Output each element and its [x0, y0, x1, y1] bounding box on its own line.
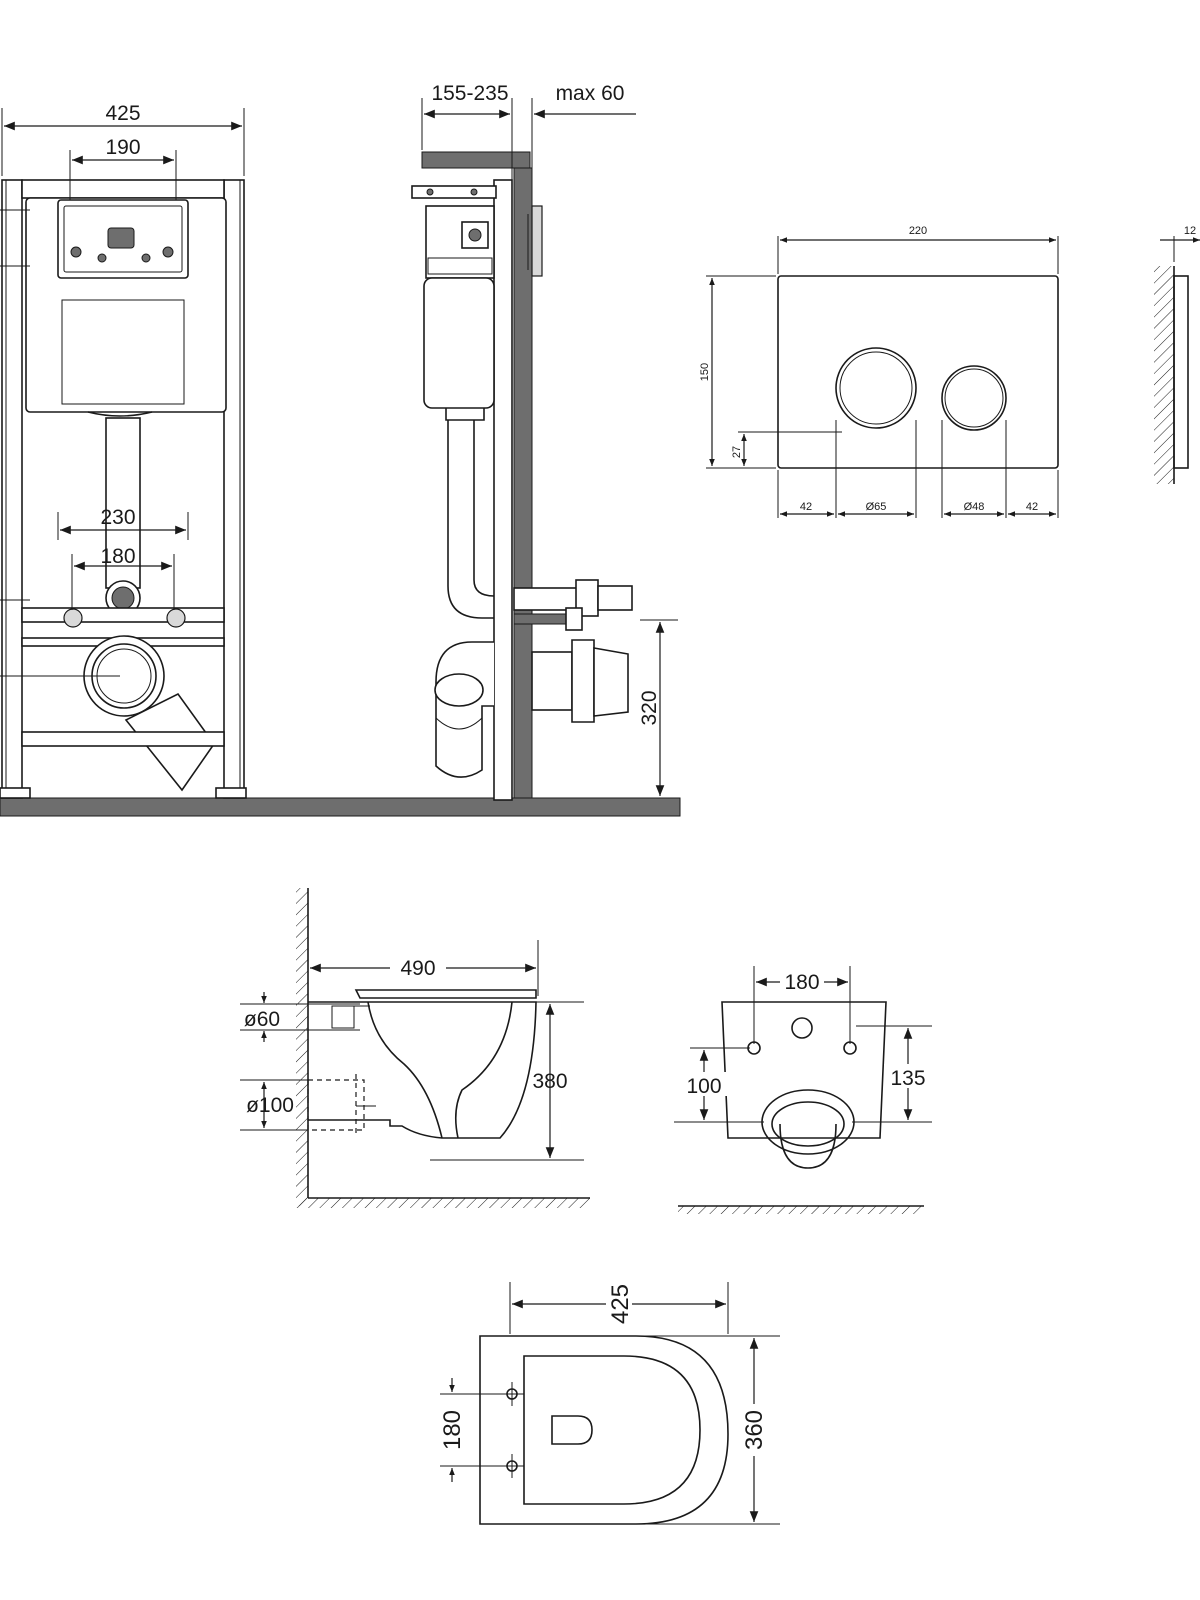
bowl-top-view: 425 180 360 [439, 1280, 780, 1525]
dim-outlet-diameter: ø100 [246, 1094, 294, 1117]
flush-pipe [105, 417, 141, 589]
flush-button-small [941, 365, 1007, 431]
flush-button-large [835, 347, 917, 429]
floor-slab [0, 797, 681, 817]
dim-top-bolt-spacing: 180 [439, 1410, 466, 1450]
dim-margin-right: 42 [1026, 501, 1038, 513]
frame-right-post [223, 179, 245, 799]
dim-rear-bolt-spacing: 180 [784, 971, 819, 994]
dim-max-wall: max 60 [556, 82, 625, 105]
bowl-rear-outline [721, 1001, 887, 1139]
frame-side-view: 155-235 max 60 320 [411, 82, 678, 801]
frame-left-post [1, 179, 23, 799]
bowl-seat [354, 989, 537, 999]
wall-section [513, 167, 533, 799]
bowl-side-outline [308, 1001, 537, 1139]
dim-frame-width: 425 [105, 102, 140, 125]
flush-valve [107, 227, 135, 249]
side-drain-elbow [435, 641, 494, 778]
rear-inlet-hole [791, 1017, 813, 1039]
flush-plate-side: 12 [1154, 225, 1200, 484]
dim-inlet-diameter: ø60 [244, 1008, 280, 1031]
dim-plate-thickness: 12 [1184, 225, 1196, 237]
dim-bowl-length: 490 [400, 957, 435, 980]
dim-outlet-height: 320 [638, 690, 661, 725]
side-frame-post [493, 179, 513, 801]
flush-plate-outline [777, 275, 1059, 469]
dim-bolts-inner: 180 [100, 545, 135, 568]
bowl-top-outline [479, 1335, 729, 1525]
dim-bowl-height: 380 [532, 1070, 567, 1093]
frame-top-bar [21, 179, 225, 199]
dim-plate-height: 150 [699, 363, 711, 381]
bowl-side-view: 490 ø60 ø100 380 [240, 888, 590, 1208]
dim-button-small: Ø48 [964, 501, 985, 513]
dim-rear-bolt-height: 135 [890, 1067, 925, 1090]
bowl-top-rim [523, 1355, 701, 1505]
frame-front-view: 425 190 230 180 [0, 102, 681, 817]
bowl-rear-view: 180 100 135 [674, 966, 932, 1214]
side-inlet-pipe [513, 587, 585, 611]
dim-flush-plate-width: 190 [105, 136, 140, 159]
bolt-crossbar [21, 607, 225, 623]
dim-button-offset: 27 [731, 446, 743, 458]
dim-rear-outlet-height: 100 [686, 1075, 721, 1098]
dim-margin-left: 42 [800, 501, 812, 513]
frame-bottom-bar [21, 731, 225, 747]
dim-depth-adjust: 155-235 [431, 82, 508, 105]
bowl-top-drain [551, 1415, 593, 1445]
cistern-side [423, 277, 495, 409]
dim-top-length: 360 [741, 1410, 768, 1450]
dim-bolts-outer: 230 [100, 506, 135, 529]
flush-plate-front: 220 150 27 42 Ø65 Ø48 42 [699, 225, 1059, 518]
rear-outlet [761, 1089, 855, 1155]
side-drain-connector [593, 647, 629, 717]
dim-top-width: 425 [607, 1284, 634, 1324]
wall-top-shelf [421, 151, 531, 169]
dim-button-large: Ø65 [866, 501, 887, 513]
dim-plate-width: 220 [909, 225, 927, 237]
